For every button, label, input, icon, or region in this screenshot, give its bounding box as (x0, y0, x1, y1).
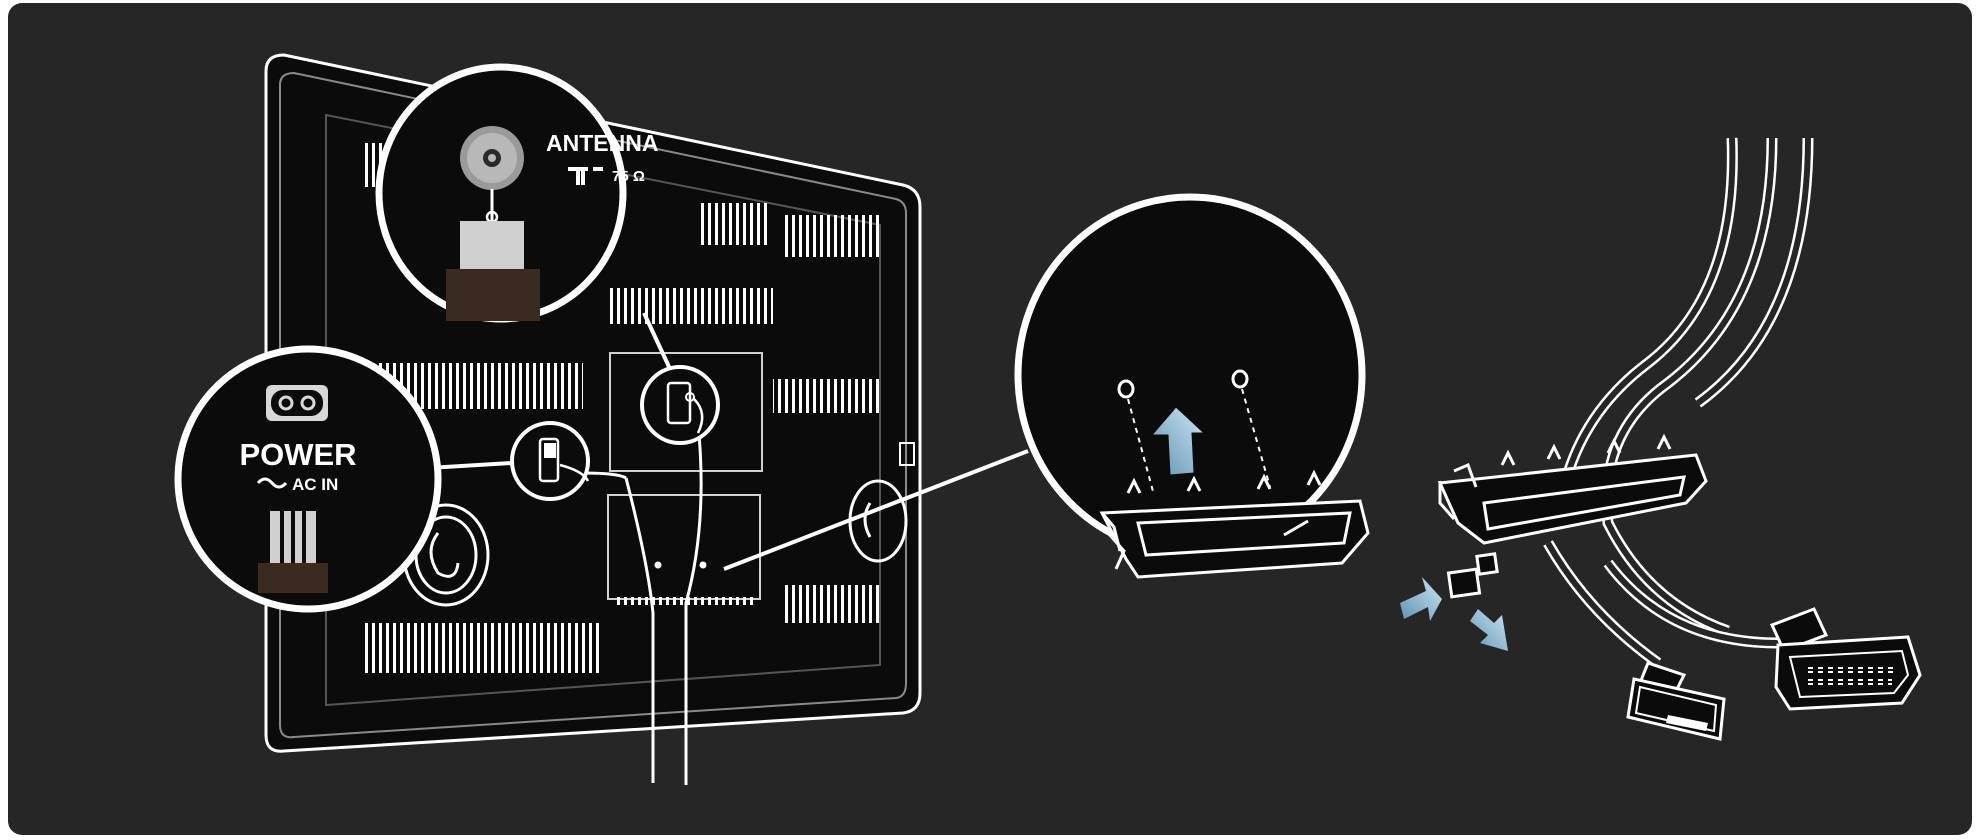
vent-grille (608, 288, 773, 324)
hdmi-plug-icon (1628, 663, 1724, 739)
power-port-ring (512, 423, 588, 499)
vent-grille (773, 379, 883, 413)
scart-plug-icon (1772, 609, 1920, 709)
antenna-impedance-label: 75 Ω (612, 168, 645, 185)
antenna-label: ANTENNA (546, 130, 658, 156)
release-arrow-icon (1470, 609, 1508, 651)
cable-assembly (1400, 138, 1920, 739)
vent-grille (783, 215, 883, 257)
diagram-canvas: POWER AC IN ANTENNA 75 Ω (8, 3, 1972, 835)
power-label: POWER (239, 437, 356, 472)
vent-grille (783, 585, 883, 623)
power-callout: POWER AC IN (178, 349, 438, 609)
antenna-port-ring (642, 367, 718, 443)
push-arrow-icon (1400, 577, 1442, 621)
power-socket-icon (266, 385, 328, 421)
antenna-socket-icon (460, 126, 524, 190)
vent-grille (698, 203, 768, 245)
vent-grille (363, 623, 603, 673)
ac-in-label: AC IN (292, 475, 338, 494)
cable-clip-callout (1018, 197, 1368, 577)
